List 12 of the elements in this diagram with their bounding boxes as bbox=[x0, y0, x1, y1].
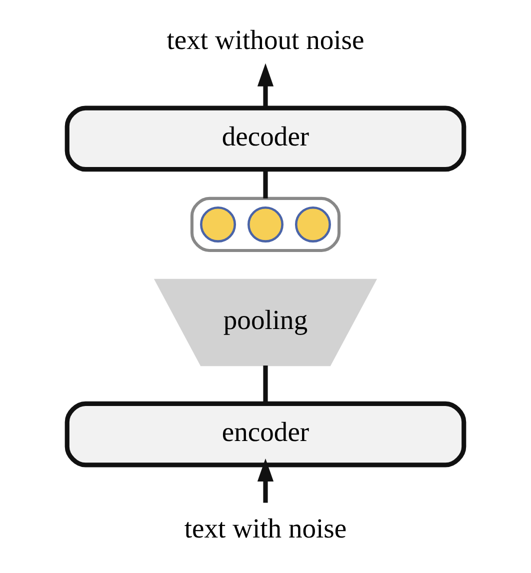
arrow bbox=[257, 63, 274, 108]
node-box: decoder bbox=[64, 106, 466, 172]
node-text: text without noise bbox=[166, 24, 364, 55]
cluster bbox=[190, 196, 341, 252]
node-circle bbox=[200, 206, 236, 242]
connector bbox=[263, 170, 268, 198]
node-circle bbox=[294, 206, 331, 242]
node-circle bbox=[248, 206, 284, 242]
arrow bbox=[257, 458, 274, 503]
connector bbox=[263, 366, 268, 404]
node-box: encoder bbox=[64, 401, 466, 468]
node-text: text with noise bbox=[184, 512, 347, 544]
